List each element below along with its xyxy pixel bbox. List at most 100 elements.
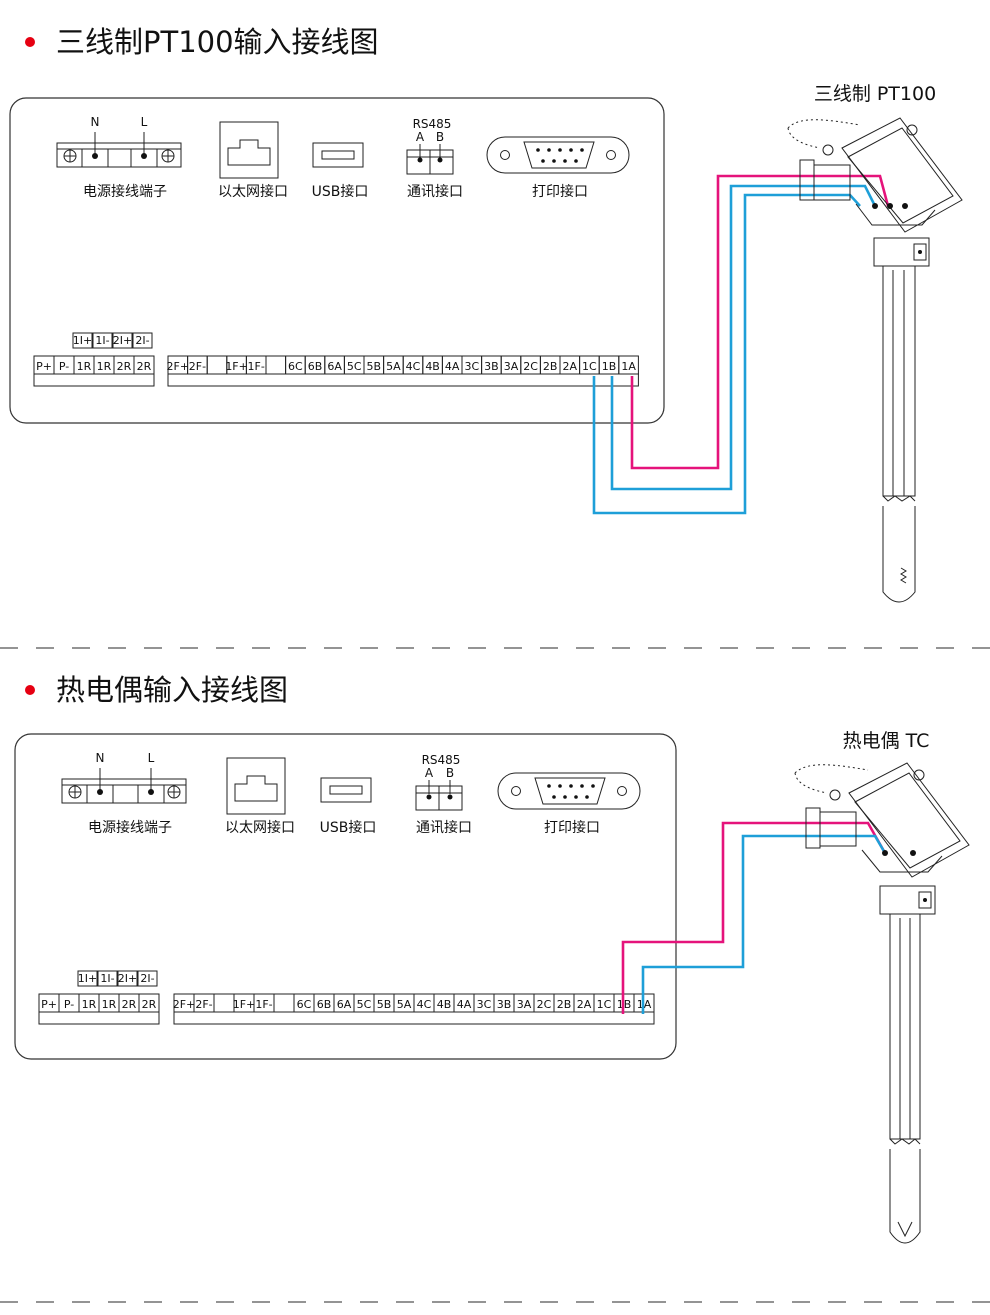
- terminal-label: 4B: [425, 360, 440, 373]
- comm-b-label: B: [446, 766, 454, 780]
- power-l-label: L: [141, 115, 148, 129]
- section-title: 三线制PT100输入接线图: [56, 25, 379, 59]
- terminal-label: 6C: [288, 360, 303, 373]
- rs485-label: RS485: [413, 117, 452, 131]
- wire-1a: [630, 174, 890, 470]
- terminal-header-label-cell: [92, 332, 113, 349]
- terminal-label: 5C: [347, 360, 362, 373]
- usb-port: USB接口: [320, 777, 377, 836]
- terminal-header-label-cell: [112, 332, 133, 349]
- wire-1b: [610, 184, 877, 491]
- terminal-label: 3A: [504, 360, 519, 373]
- comm-label: 通讯接口: [416, 819, 472, 836]
- section-title: 热电偶输入接线图: [56, 673, 288, 707]
- ethernet-label: 以太网接口: [225, 819, 295, 836]
- comm-b-label: B: [436, 130, 444, 144]
- terminal-label: 1F+: [225, 360, 248, 373]
- section-bullet: [25, 37, 35, 47]
- terminal-label: 5A: [397, 998, 412, 1011]
- ethernet-label: 以太网接口: [218, 183, 288, 200]
- terminal-label: P+: [41, 998, 57, 1011]
- terminal-label: 3B: [497, 998, 512, 1011]
- terminal-label: P+: [36, 360, 52, 373]
- terminal-label: 1F-: [248, 360, 265, 373]
- terminal-label: 2F+: [167, 360, 190, 373]
- terminal-label: 2R: [117, 360, 132, 373]
- terminal-label: 5C: [357, 998, 372, 1011]
- power-terminal: N L 电源接线端子: [56, 115, 182, 200]
- terminal-label: 6A: [327, 360, 342, 373]
- terminal-header-label: 2I-: [140, 972, 154, 985]
- comm-port: RS485 A B 通讯接口: [415, 753, 472, 836]
- usb-icon: [321, 150, 355, 160]
- usb-port: USB接口: [312, 142, 368, 200]
- terminal-label: 4B: [437, 998, 452, 1011]
- terminal-label: 3C: [464, 360, 479, 373]
- terminal-label: 1F+: [233, 998, 256, 1011]
- terminal-header-label: 1I+: [78, 972, 97, 985]
- pt100-sensor-icon: [787, 117, 963, 603]
- terminal-label: 2A: [577, 998, 592, 1011]
- usb-label: USB接口: [320, 819, 377, 836]
- controller-panel: [9, 97, 665, 424]
- power-terminal-label: 电源接线端子: [88, 819, 172, 836]
- terminal-label: 2F+: [173, 998, 196, 1011]
- section-thermocouple: 热电偶输入接线图 N L 电源接线端子 以太网接口: [0, 673, 990, 1303]
- terminal-header-label: 2I+: [118, 972, 137, 985]
- wire-1c: [592, 193, 861, 515]
- terminal-label: 6B: [317, 998, 332, 1011]
- terminal-label: 2R: [137, 360, 152, 373]
- terminal-label: 6B: [308, 360, 323, 373]
- terminal-label: 3C: [477, 998, 492, 1011]
- ethernet-icon: [227, 139, 271, 166]
- terminal-label: 2C: [537, 998, 552, 1011]
- terminal-label: 2F-: [189, 360, 206, 373]
- controller-panel: [14, 733, 677, 1060]
- ethernet-port: 以太网接口: [225, 757, 295, 836]
- usb-icon: [329, 785, 363, 795]
- terminal-label: 5B: [367, 360, 382, 373]
- section-pt100: 三线制PT100输入接线图 N L 电源接线端子 以: [0, 25, 990, 649]
- print-port: 打印接口: [497, 772, 641, 836]
- terminal-label: 5A: [386, 360, 401, 373]
- power-n-label: N: [91, 115, 100, 129]
- terminal-label: 6C: [297, 998, 312, 1011]
- print-label: 打印接口: [544, 819, 600, 836]
- comm-port: RS485 A B 通讯接口: [406, 117, 463, 200]
- terminal-header-label: 1I+: [73, 334, 92, 347]
- terminal-header-label: 1I-: [95, 334, 109, 347]
- power-n-label: N: [96, 751, 105, 765]
- terminal-label: P-: [64, 998, 74, 1011]
- terminal-label: 2C: [523, 360, 538, 373]
- terminal-label: 3B: [484, 360, 499, 373]
- print-label: 打印接口: [532, 183, 588, 200]
- comm-label: 通讯接口: [407, 183, 463, 200]
- terminal-label: 1R: [82, 998, 97, 1011]
- terminal-label: 1R: [97, 360, 112, 373]
- terminal-header-label-cell: [72, 332, 93, 349]
- power-l-label: L: [148, 751, 155, 765]
- terminal-label: 1B: [602, 360, 617, 373]
- terminal-label: 1C: [597, 998, 612, 1011]
- terminal-label: 2R: [142, 998, 157, 1011]
- terminal-label: 4A: [445, 360, 460, 373]
- sensor-label: 三线制 PT100: [814, 83, 936, 105]
- terminal-label: 1R: [77, 360, 92, 373]
- ethernet-port: 以太网接口: [218, 121, 288, 200]
- terminal-label: 1R: [102, 998, 117, 1011]
- terminal-label: 3A: [517, 998, 532, 1011]
- wire-1a: [641, 834, 887, 1014]
- terminal-label: P-: [59, 360, 69, 373]
- terminal-label: 2A: [563, 360, 578, 373]
- terminal-label: 6A: [337, 998, 352, 1011]
- sensor-label: 热电偶 TC: [843, 730, 930, 752]
- ethernet-icon: [234, 775, 278, 802]
- rs485-label: RS485: [422, 753, 461, 767]
- terminal-label: 2B: [557, 998, 572, 1011]
- comm-a-label: A: [416, 130, 425, 144]
- wire-1b: [621, 821, 887, 1014]
